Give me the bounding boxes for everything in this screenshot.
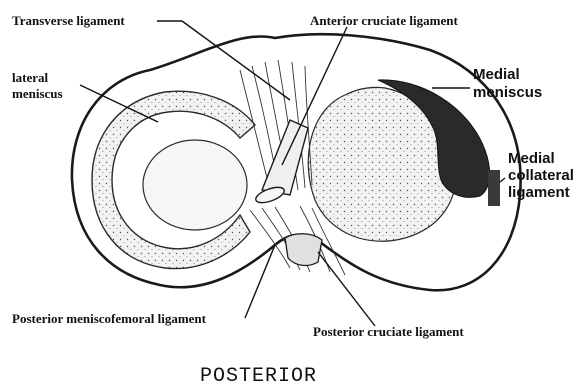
posterior-cruciate-ligament-shape: [285, 234, 322, 266]
leader-transverse-2: [182, 21, 290, 100]
leader-pcl: [318, 252, 375, 326]
anterior-cruciate-ligament-label: Anterior cruciate ligament: [310, 13, 458, 28]
posterior-cruciate-ligament-label: Posterior cruciate ligament: [313, 324, 464, 339]
medial-collateral-ligament-shape: [488, 170, 500, 206]
medial-collateral-label-line3: ligament: [508, 184, 570, 201]
posterior-meniscofemoral-label: Posterior meniscofemoral ligament: [12, 311, 207, 326]
lateral-meniscus-label-line2: meniscus: [12, 86, 63, 101]
medial-collateral-label-line1: Medial: [508, 150, 555, 167]
tibial-plateau: [72, 34, 521, 290]
medial-meniscus-label-line2: meniscus: [473, 84, 542, 101]
lateral-meniscus-label-line1: lateral: [12, 70, 48, 85]
medial-meniscus-label-line1: Medial: [473, 66, 520, 83]
leader-medial-collateral: [500, 178, 505, 182]
medial-collateral-label-line2: collateral: [508, 167, 574, 184]
lateral-articular-surface: [143, 140, 247, 230]
transverse-ligament-label: Transverse ligament: [12, 13, 125, 28]
posterior-caption: POSTERIOR: [200, 365, 317, 387]
